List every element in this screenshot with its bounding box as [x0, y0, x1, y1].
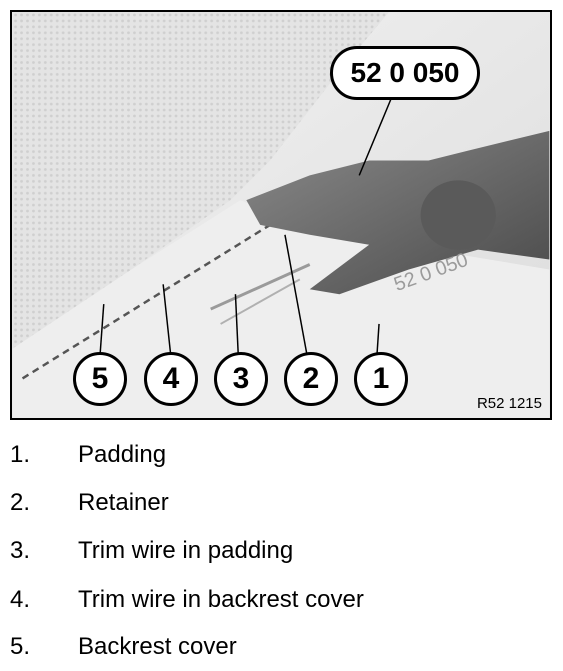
trim-wire	[220, 278, 301, 325]
leader-line-5	[99, 304, 105, 359]
callout-5: 5	[73, 352, 127, 406]
tool-number-callout: 52 0 050	[330, 46, 480, 100]
leader-line-1	[376, 323, 380, 354]
legend-number: 4.	[10, 586, 31, 613]
backrest-cover-texture	[12, 12, 389, 349]
legend-text: Retainer	[78, 489, 169, 516]
tool-leader-line	[358, 98, 392, 176]
legend-text: Trim wire in backrest cover	[78, 586, 364, 613]
leader-line-4	[162, 284, 172, 359]
pliers-pivot	[420, 180, 496, 250]
retainer-wire	[210, 263, 311, 311]
trim-wire-dashed-line	[21, 223, 271, 380]
pliers-tool	[246, 130, 550, 295]
callout-4: 4	[144, 352, 198, 406]
leader-line-3	[234, 294, 240, 359]
legend-number: 1.	[10, 441, 31, 468]
legend-text: Trim wire in padding	[78, 537, 294, 564]
legend-number: 2.	[10, 489, 31, 516]
illustration-photo: 52 0 050 52 0 050 5 4 3 2 1 R52 1215	[10, 10, 552, 420]
legend-text: Padding	[78, 441, 167, 468]
callout-3: 3	[214, 352, 268, 406]
figure-reference-code: R52 1215	[476, 395, 542, 412]
legend-text: Backrest cover	[78, 633, 237, 660]
legend-number: 3.	[10, 537, 31, 564]
leader-line-2	[284, 234, 308, 354]
callout-2: 2	[284, 352, 338, 406]
callout-1: 1	[354, 352, 408, 406]
legend-number: 5.	[10, 633, 31, 660]
